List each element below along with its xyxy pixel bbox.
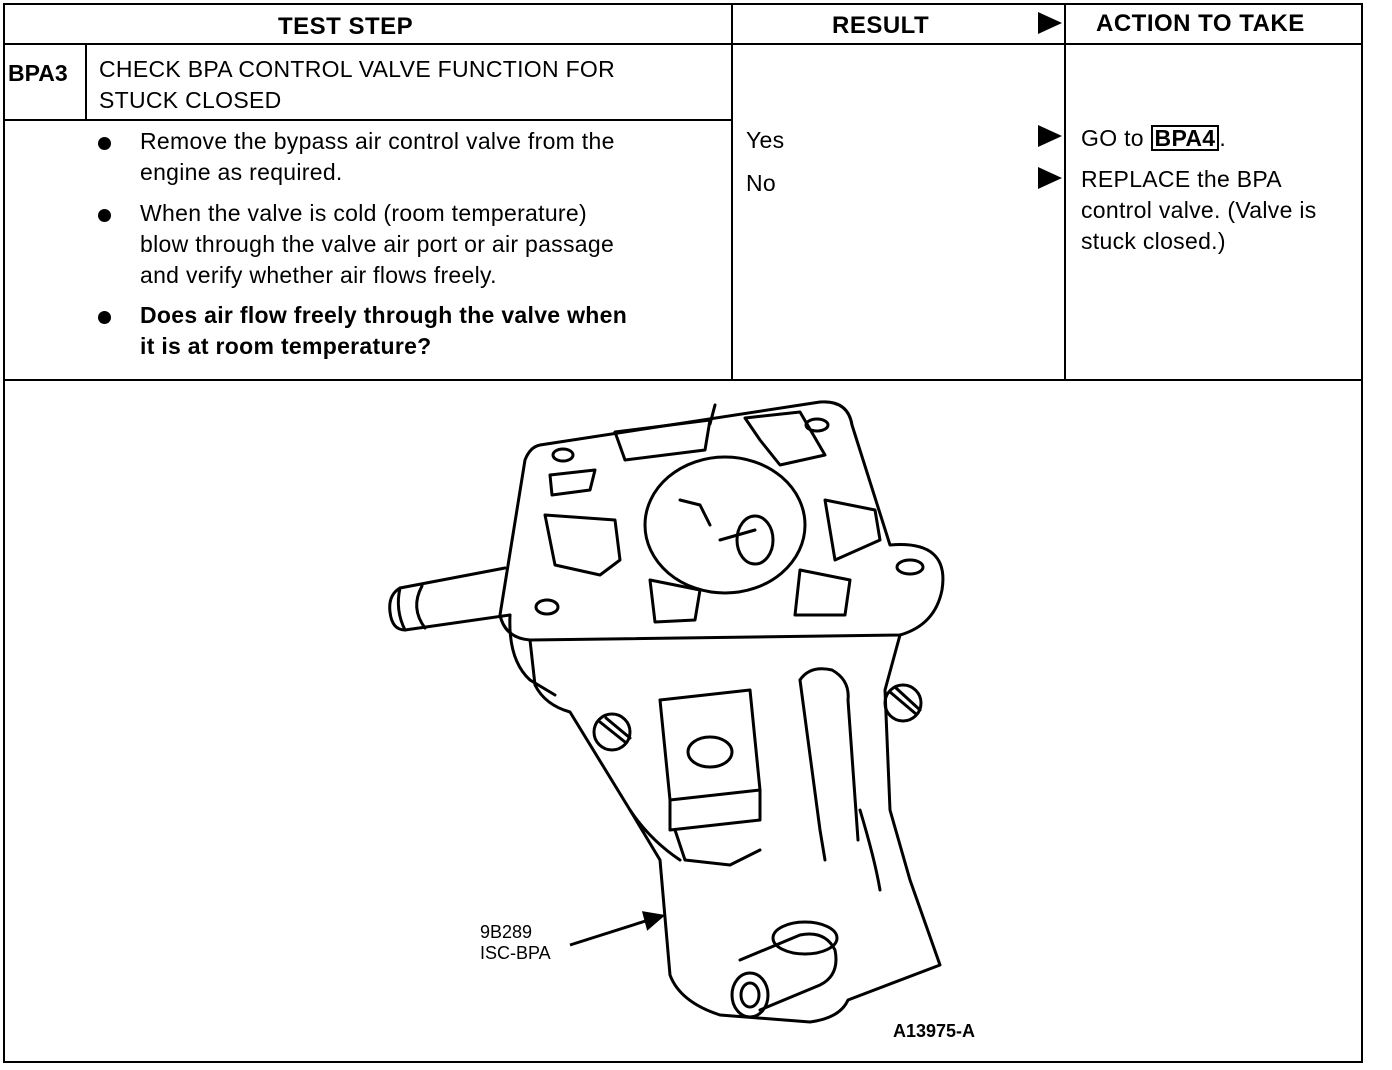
step-code: BPA3 (8, 60, 68, 86)
header-divider (3, 43, 1363, 45)
header-result: RESULT (832, 12, 930, 39)
bullet-icon (98, 311, 111, 324)
bullet-text: When the valve is cold (room temperature… (140, 198, 614, 291)
bullet-line: and verify whether air flows freely. (140, 262, 497, 288)
arrow-icon (1038, 125, 1062, 147)
procedure-sheet (3, 3, 1363, 1063)
arrow-icon (1038, 12, 1062, 34)
column-divider-action (1064, 3, 1066, 380)
action-text: . (1219, 125, 1227, 151)
bullet-line: When the valve is cold (room temperature… (140, 200, 587, 226)
step-title: CHECK BPA CONTROL VALVE FUNCTION FOR STU… (99, 54, 615, 116)
bullet-line: Does air flow freely through the valve w… (140, 302, 628, 328)
bullet-line: engine as required. (140, 159, 343, 185)
header-action: ACTION TO TAKE (1096, 10, 1305, 37)
step-reference-link[interactable]: BPA4 (1150, 125, 1220, 151)
action-yes: GO to BPA4. (1081, 123, 1226, 154)
result-yes: Yes (746, 127, 785, 153)
bullet-line: it is at room temperature? (140, 333, 432, 359)
part-callout: 9B289 ISC-BPA (480, 922, 551, 964)
action-text: GO to (1081, 125, 1151, 151)
step-title-line: STUCK CLOSED (99, 87, 282, 113)
figure-code: A13975-A (893, 1021, 976, 1041)
column-divider-result (731, 3, 733, 380)
action-line: stuck closed.) (1081, 228, 1226, 254)
step-title-line: CHECK BPA CONTROL VALVE FUNCTION FOR (99, 56, 616, 82)
action-line: REPLACE the BPA (1081, 166, 1282, 192)
title-divider (3, 119, 733, 121)
bullet-icon (98, 137, 111, 150)
bullet-line: Remove the bypass air control valve from… (140, 128, 615, 154)
header-test-step: TEST STEP (278, 13, 414, 40)
bypass-air-control-valve-drawing (388, 400, 945, 1024)
figure-divider (3, 379, 1363, 381)
arrow-icon (1038, 167, 1062, 189)
result-no: No (746, 170, 777, 196)
bullet-text: Remove the bypass air control valve from… (140, 126, 615, 188)
action-no: REPLACE the BPA control valve. (Valve is… (1081, 164, 1317, 257)
bullet-icon (98, 209, 111, 222)
bullet-line: blow through the valve air port or air p… (140, 231, 615, 257)
bullet-question: Does air flow freely through the valve w… (140, 300, 627, 362)
column-divider-code (85, 44, 87, 120)
action-line: control valve. (Valve is (1081, 197, 1317, 223)
part-number: 9B289 (480, 922, 533, 942)
part-name: ISC-BPA (480, 943, 551, 963)
